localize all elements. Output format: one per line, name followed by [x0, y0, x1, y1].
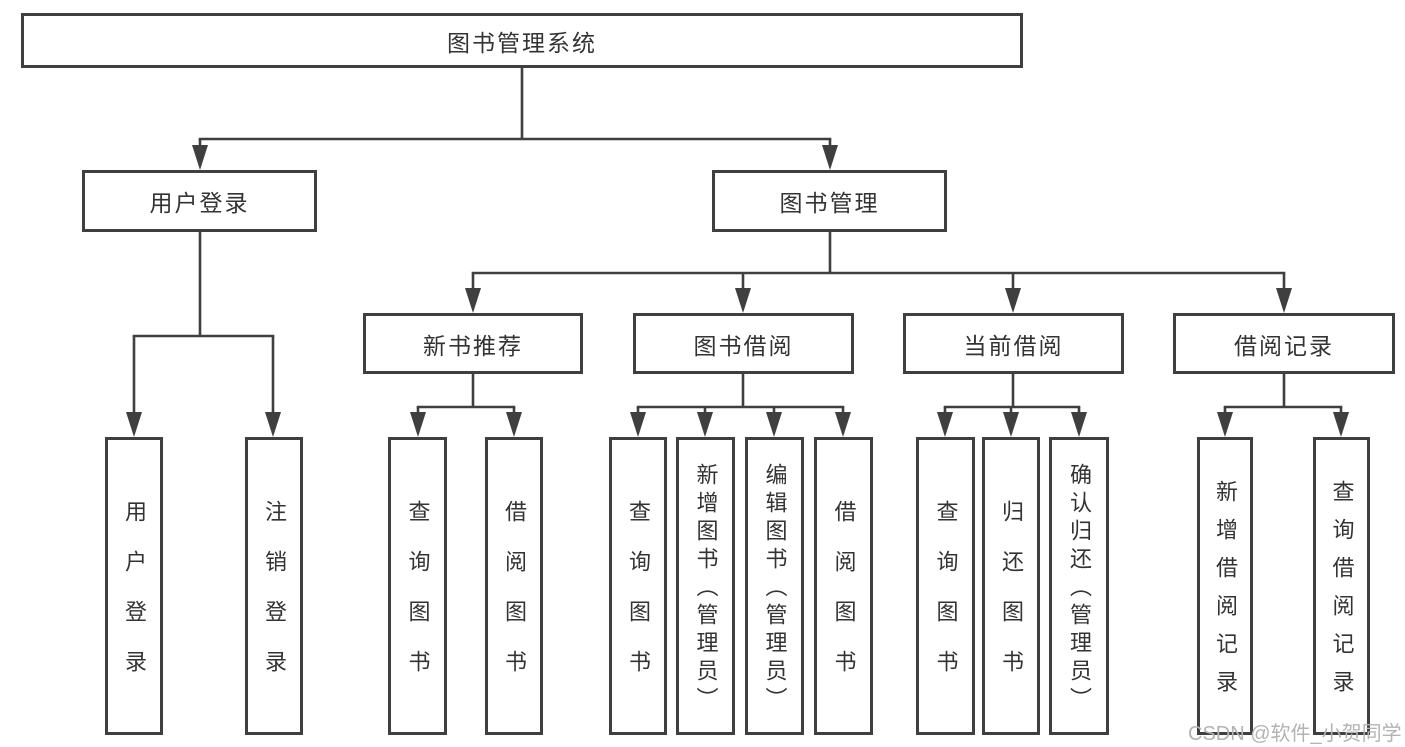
leaf-label: 借阅图书: [831, 500, 857, 700]
node-user-login: 用户登录: [82, 170, 317, 232]
leaf-label: 注销登录: [262, 500, 287, 700]
branch-book-management-to-level3: [465, 232, 1292, 313]
leaf-label: 借阅图书: [502, 500, 527, 700]
leaf-edit-book-admin: 编辑图书（管理员）: [745, 437, 804, 735]
node-label: 用户登录: [149, 190, 250, 216]
branch-borrow-records-to-leaves: [1217, 374, 1349, 437]
leaf-label: 查询图书: [626, 500, 651, 700]
branch-user-login-to-leaves: [126, 232, 281, 437]
leaf-add-borrow-record: 新增借阅记录: [1197, 437, 1253, 735]
leaf-return-book: 归还图书: [982, 437, 1040, 735]
node-book-borrow: 图书借阅: [633, 313, 854, 374]
leaf-borrow-books: 借阅图书: [814, 437, 873, 735]
leaf-confirm-return-admin: 确认归还（管理员）: [1049, 437, 1109, 735]
csdn-watermark: CSDN @软件_小贺同学: [1188, 723, 1402, 745]
leaf-label: 新增借阅记录: [1213, 480, 1238, 708]
leaf-add-book-admin: 新增图书（管理员）: [676, 437, 735, 735]
leaf-label: 编辑图书（管理员）: [762, 463, 788, 715]
node-borrow-records: 借阅记录: [1173, 313, 1395, 374]
node-label: 图书借阅: [693, 332, 794, 359]
node-label: 图书管理: [779, 190, 880, 216]
leaf-query-books-borrow: 查询图书: [609, 437, 667, 735]
leaf-query-books-recommend: 查询图书: [388, 437, 447, 735]
node-new-book-recommend: 新书推荐: [363, 313, 583, 374]
leaf-user-login: 用户登录: [105, 437, 163, 735]
leaf-query-books-current: 查询图书: [916, 437, 975, 735]
branch-root-to-level2: [192, 68, 838, 170]
node-label: 图书管理系统: [447, 29, 597, 56]
leaf-label: 查询图书: [405, 500, 431, 700]
node-library-management-system: 图书管理系统: [21, 13, 1023, 68]
node-label: 借阅记录: [1234, 332, 1334, 359]
node-book-management: 图书管理: [712, 170, 947, 232]
leaf-borrow-books-recommend: 借阅图书: [485, 437, 543, 735]
branch-current-borrow-to-leaves: [937, 374, 1087, 437]
branch-new-book-recommend-to-leaves: [410, 374, 522, 437]
leaf-label: 查询借阅记录: [1329, 480, 1355, 708]
leaf-label: 归还图书: [999, 500, 1024, 700]
leaf-logout: 注销登录: [245, 437, 303, 735]
branch-book-borrow-to-leaves: [630, 374, 851, 437]
leaf-label: 查询图书: [933, 500, 959, 700]
leaf-query-borrow-record: 查询借阅记录: [1313, 437, 1370, 735]
leaf-label: 新增图书（管理员）: [693, 463, 719, 715]
node-current-borrow: 当前借阅: [903, 313, 1124, 374]
node-label: 当前借阅: [963, 332, 1064, 359]
leaf-label: 用户登录: [122, 500, 147, 700]
node-label: 新书推荐: [423, 332, 523, 359]
leaf-label: 确认归还（管理员）: [1067, 463, 1092, 715]
